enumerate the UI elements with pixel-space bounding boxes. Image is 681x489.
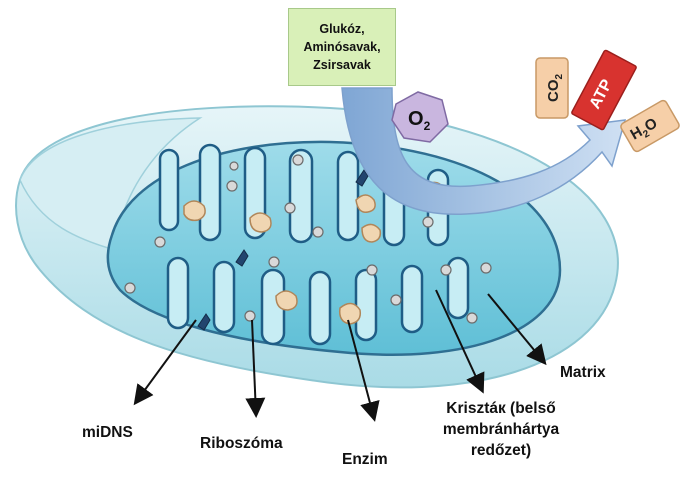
ribosome	[230, 162, 238, 170]
enzyme	[340, 303, 361, 324]
crista	[160, 150, 178, 230]
crista	[214, 262, 234, 332]
ribosome	[391, 295, 401, 305]
ribosome	[227, 181, 237, 191]
ribosome	[467, 313, 477, 323]
ribosome	[155, 237, 165, 247]
ribosome	[245, 311, 255, 321]
ribosome	[481, 263, 491, 273]
ribosome	[441, 265, 451, 275]
input-aminosavak: Aminósavak,	[303, 38, 380, 56]
crista	[402, 266, 422, 332]
ribosome	[313, 227, 323, 237]
enzyme	[184, 201, 205, 220]
enzyme	[362, 224, 380, 242]
input-zsirsavak: Zsirsavak	[313, 56, 371, 74]
ribosome	[285, 203, 295, 213]
enzyme	[356, 195, 375, 212]
crista	[310, 272, 330, 344]
label-enzim: Enzim	[342, 449, 388, 470]
label-krisztak: Krisztáк (belső membránhártya redőzet)	[434, 398, 568, 461]
enzyme	[276, 291, 297, 310]
ribosome	[269, 257, 279, 267]
label-krisztak-line2: membránhártya	[434, 419, 568, 440]
label-midns: miDNS	[82, 422, 133, 443]
input-glukoz: Glukóz,	[319, 20, 364, 38]
ribosome	[367, 265, 377, 275]
label-krisztak-line1: Krisztáк (belső	[434, 398, 568, 419]
label-matrix: Matrix	[560, 362, 606, 383]
ribosome	[423, 217, 433, 227]
crista	[356, 270, 376, 340]
enzyme	[250, 213, 271, 232]
crista	[200, 145, 220, 240]
crista	[338, 152, 358, 240]
label-krisztak-line3: redőzet)	[434, 440, 568, 461]
crista	[168, 258, 188, 328]
ribosome	[125, 283, 135, 293]
input-nutrients-box: Glukóz, Aminósavak, Zsirsavak	[288, 8, 396, 86]
crista	[448, 258, 468, 318]
label-riboszoma: Riboszóma	[200, 433, 283, 454]
ribosome	[293, 155, 303, 165]
